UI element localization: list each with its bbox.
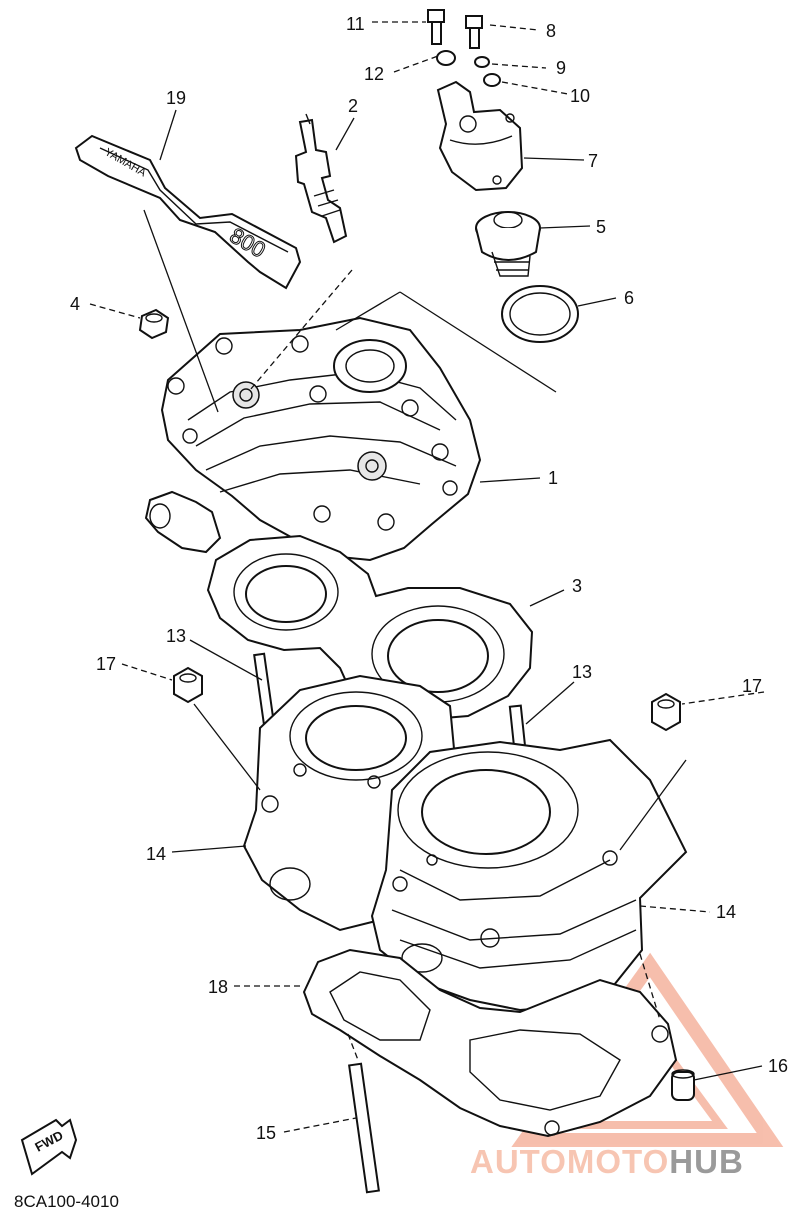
callout-18: 18 [208, 977, 228, 997]
nut-17-left [173, 666, 203, 704]
callout-17-left: 17 [96, 654, 116, 674]
callout-1: 1 [548, 468, 558, 488]
part-5-thermostat [475, 211, 541, 277]
callout-19: 19 [166, 88, 186, 108]
callout-13-right: 13 [572, 662, 592, 682]
bolt-8 [465, 15, 483, 49]
part-18-base-gasket [302, 948, 678, 1138]
callout-6: 6 [624, 288, 634, 308]
callout-14-left: 14 [146, 844, 166, 864]
callout-8: 8 [546, 21, 556, 41]
callout-4: 4 [70, 294, 80, 314]
watermark-logo-text: AUTOMOTOHUB [470, 1143, 744, 1181]
callout-12: 12 [364, 64, 384, 84]
callout-10: 10 [570, 86, 590, 106]
callout-5: 5 [596, 217, 606, 237]
part-19-cover-plate: YAMAHA 800 [74, 134, 302, 290]
washer-12 [436, 50, 456, 66]
callout-16: 16 [768, 1056, 788, 1076]
part-15-stud [348, 1062, 380, 1194]
part-16-dowel-pin [671, 1069, 695, 1101]
part-2-spark-plug [294, 113, 348, 244]
part-14-cylinder-front [370, 738, 688, 1012]
part-6-ring-gasket [501, 285, 579, 343]
washer-9 [474, 56, 490, 68]
part-4-nut [138, 308, 170, 340]
part-7-thermostat-cover [436, 80, 524, 192]
callout-7: 7 [588, 151, 598, 171]
catalog-code: 8CA100-4010 [14, 1192, 119, 1211]
washer-10 [483, 73, 501, 87]
callout-13-left: 13 [166, 626, 186, 646]
callout-2: 2 [348, 96, 358, 116]
watermark-text-hub: HUB [669, 1143, 744, 1180]
nut-17-right [651, 692, 681, 732]
watermark-text-automoto: AUTOMOTO [470, 1143, 670, 1180]
callout-11: 11 [346, 14, 365, 34]
callout-15: 15 [256, 1123, 276, 1143]
fwd-direction-arrow: FWD [20, 1118, 78, 1176]
leader-lines [89, 21, 765, 1133]
callout-14-right: 14 [716, 902, 736, 922]
part-3-head-gasket [206, 534, 534, 724]
callout-9: 9 [556, 58, 566, 78]
callout-17-right: 17 [742, 676, 762, 696]
bolt-11 [427, 9, 445, 45]
part-1-cylinder-head [144, 316, 482, 562]
callout-3: 3 [572, 576, 582, 596]
part-14-cylinder-rear [242, 674, 458, 932]
callout-labels: 11 8 12 9 10 2 19 7 5 6 4 1 3 13 13 17 1… [70, 14, 788, 1143]
